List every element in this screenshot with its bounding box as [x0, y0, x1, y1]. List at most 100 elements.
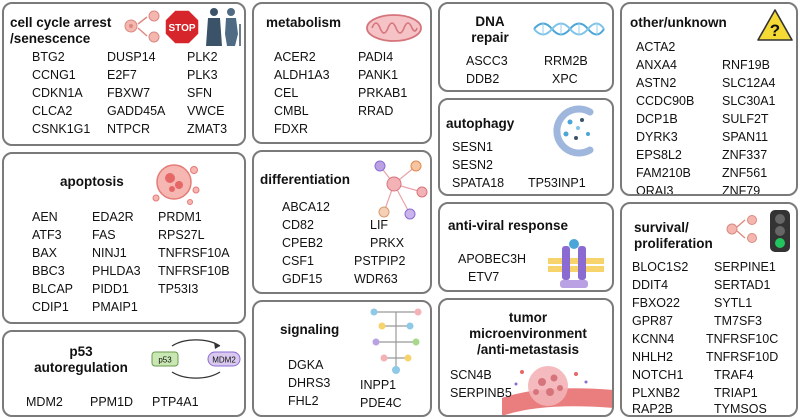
gene-name: PTP4A1	[152, 395, 199, 409]
panel-title: metabolism	[266, 15, 342, 30]
blood-vessel-tumor-icon	[502, 366, 612, 415]
autophagosome-icon	[553, 105, 594, 157]
gene-name: DDB2	[466, 72, 500, 86]
gene-name: PIDD1	[92, 282, 129, 296]
svg-text:MDM2: MDM2	[212, 356, 236, 365]
gene-name: PRKX	[370, 236, 405, 250]
gene-name: GPR87	[632, 314, 673, 328]
gene-name: RRAD	[358, 104, 394, 118]
gene-name: ASTN2	[636, 76, 677, 90]
gene-name: NINJ1	[92, 246, 127, 260]
gene-name: RRM2B	[544, 54, 588, 68]
gene-name: RPS27L	[158, 228, 205, 242]
gene-name: BBC3	[32, 264, 65, 278]
gene-name: DYRK3	[636, 130, 678, 144]
gene-name: DUSP14	[107, 50, 156, 64]
panel-title: signaling	[280, 322, 340, 337]
gene-name: GADD45A	[107, 104, 166, 118]
gene-name: ETV7	[468, 270, 500, 284]
gene-name: SESN1	[452, 140, 493, 154]
gene-name: PRKAB1	[358, 86, 408, 100]
dna-helix-icon	[533, 22, 605, 36]
gene-name: ZMAT3	[187, 122, 228, 136]
gene-name: PSTPIP2	[354, 254, 406, 268]
elderly-people-icon	[206, 8, 241, 46]
traffic-light-icon	[770, 210, 790, 252]
signaling-cascade-icon	[370, 308, 422, 374]
panel-title: cell cycle arrest/senescence	[10, 15, 112, 46]
gene-name: SESN2	[452, 158, 493, 172]
gene-name: CPEB2	[282, 236, 323, 250]
mitochondrion-icon	[366, 14, 422, 42]
svg-text:STOP: STOP	[168, 23, 195, 34]
gene-name: PANK1	[358, 68, 399, 82]
gene-name: CMBL	[274, 104, 309, 118]
gene-name: NHLH2	[632, 350, 673, 364]
gene-name: ZNF79	[722, 184, 761, 196]
gene-name: TNFRSF10A	[158, 246, 230, 260]
gene-name: TYMSOS	[714, 402, 767, 416]
gene-name: ORAI3	[636, 184, 674, 196]
svg-text:?: ?	[770, 21, 780, 40]
gene-name: INPP1	[360, 378, 397, 392]
gene-name: FHL2	[288, 394, 319, 408]
gene-name: CCNG1	[32, 68, 76, 82]
gene-name: DHRS3	[288, 376, 331, 390]
cell-division-icon	[726, 215, 757, 243]
panel-anti-viral-response: anti-viral response APOBEC3H ETV7	[438, 202, 614, 292]
gene-name: AEN	[32, 210, 58, 224]
gene-name: EDA2R	[92, 210, 134, 224]
panel-title: apoptosis	[60, 174, 124, 189]
panel-metabolism: metabolism ACER2 ALDH1A3 CEL CMBL FDXR P…	[252, 2, 432, 144]
gene-name: TP53INP1	[528, 176, 586, 190]
gene-name: FAS	[92, 228, 116, 242]
gene-name: APOBEC3H	[458, 252, 527, 266]
gene-name: PLK2	[187, 50, 218, 64]
gene-name: ACER2	[274, 50, 316, 64]
gene-name: TNFRSF10D	[706, 350, 779, 364]
gene-name: CSNK1G1	[32, 122, 91, 136]
gene-name: CDIP1	[32, 300, 69, 314]
panel-title: anti-viral response	[448, 218, 569, 233]
gene-name: SERPINB5	[450, 386, 512, 400]
gene-name: PRDM1	[158, 210, 202, 224]
gene-name: SERPINE1	[714, 260, 776, 274]
gene-name: NOTCH1	[632, 368, 684, 382]
panel-title: autophagy	[446, 116, 515, 131]
gene-name: BLOC1S2	[632, 260, 689, 274]
gene-name: TNFRSF10C	[706, 332, 779, 346]
gene-name: MDM2	[26, 395, 63, 409]
gene-name: TRAF4	[714, 368, 754, 382]
gene-name: RNF19B	[722, 58, 770, 72]
gene-name: PPM1D	[90, 395, 134, 409]
gene-name: ATF3	[32, 228, 62, 242]
gene-name: SLC12A4	[722, 76, 776, 90]
gene-name: ACTA2	[636, 40, 676, 54]
differentiating-cells-icon	[374, 160, 428, 220]
stop-sign-icon: STOP	[164, 9, 200, 45]
warning-sign-icon: ?	[757, 9, 793, 41]
svg-text:p53: p53	[158, 356, 172, 365]
panel-autophagy: autophagy SESN1 SESN2 SPATA18 TP53INP1	[438, 98, 614, 196]
p53-mdm2-cycle-icon: p53 MDM2	[151, 339, 241, 379]
gene-name: ZNF561	[722, 166, 768, 180]
gene-name: CEL	[274, 86, 299, 100]
panel-title: other/unknown	[630, 15, 727, 30]
membrane-receptor-icon	[548, 239, 604, 288]
gene-name: GDF15	[282, 272, 323, 286]
panel-signaling: signaling DGKA DHRS3 FHL2 INPP1 PDE4C	[252, 300, 432, 417]
panel-title: survival/proliferation	[634, 220, 713, 251]
gene-name: SYTL1	[714, 296, 753, 310]
gene-name: PLXNB2	[632, 386, 680, 400]
gene-name: EPS8L2	[636, 148, 682, 162]
gene-name: PDE4C	[360, 396, 402, 410]
gene-name: DCP1B	[636, 112, 678, 126]
gene-name: CDKN1A	[32, 86, 83, 100]
gene-name: ANXA4	[636, 58, 677, 72]
gene-name: PHLDA3	[92, 264, 141, 278]
gene-name: BAX	[32, 246, 58, 260]
